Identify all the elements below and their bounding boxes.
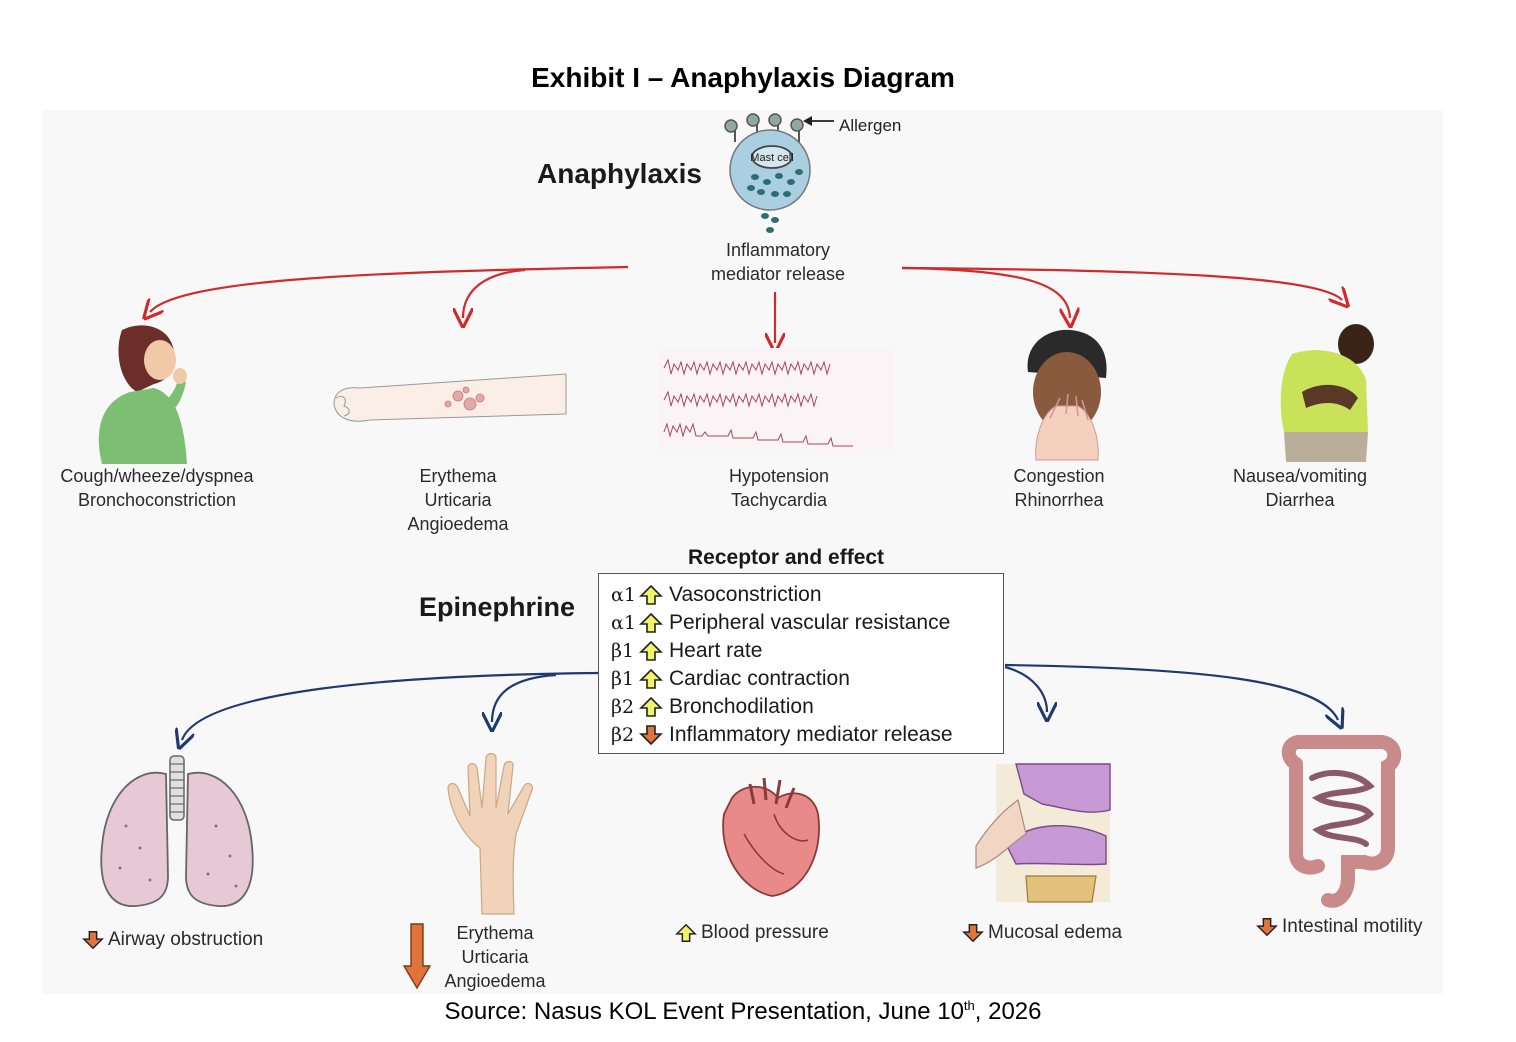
caption-line: Hypotension xyxy=(728,466,830,486)
exhibit-title: Exhibit I – Anaphylaxis Diagram xyxy=(531,62,955,93)
nasal-cavity-icon xyxy=(975,763,1111,903)
mediator-release-label: Inflammatory mediator release xyxy=(680,238,876,286)
arrow-to-skin xyxy=(463,268,526,318)
caption-line: Urticaria xyxy=(424,490,492,510)
arrow-to-lungs xyxy=(182,671,599,740)
source-superscript: th xyxy=(963,998,975,1013)
receptor-row: β2 Bronchodilation xyxy=(611,693,1003,721)
symptom-caption-cardiovascular: Hypotension Tachycardia xyxy=(679,464,879,512)
receptor-name: β2 xyxy=(611,696,635,718)
caption-line: Bronchoconstriction xyxy=(77,490,237,510)
arrow-to-congestion xyxy=(901,266,1070,318)
mediator-release-line-1: Inflammatory xyxy=(725,240,831,260)
hand-icon xyxy=(447,752,533,915)
caption-line: Tachycardia xyxy=(730,490,828,510)
receptor-row: β1 Heart rate xyxy=(611,637,1003,665)
caption-line: Diarrhea xyxy=(1265,490,1335,510)
receptor-row: α1 Peripheral vascular resistance xyxy=(611,609,1003,637)
symptom-caption-skin: Erythema Urticaria Angioedema xyxy=(358,464,558,536)
arrow-to-cough xyxy=(150,265,629,312)
effect-mucosal-edema: Mucosal edema xyxy=(962,922,1122,944)
coughing-woman-icon xyxy=(98,325,187,464)
lungs-icon xyxy=(100,755,254,907)
effect-intestinal-motility: Intestinal motility xyxy=(1256,916,1422,938)
effect-airway-obstruction: Airway obstruction xyxy=(82,929,263,951)
caption-line: Erythema xyxy=(456,923,534,943)
arrow-to-hand xyxy=(492,673,557,722)
receptor-row: α1 Vasoconstriction xyxy=(611,581,1003,609)
arrow-to-intestines xyxy=(1004,663,1338,720)
receptor-row: β1 Cardiac contraction xyxy=(611,665,1003,693)
mast-cell-label: Mast cell xyxy=(750,152,793,164)
caption-line: Cough/wheeze/dyspnea xyxy=(60,466,254,486)
receptor-name: β2 xyxy=(611,724,635,746)
arrow-to-nose xyxy=(1004,665,1047,712)
receptor-name: α1 xyxy=(611,612,636,634)
symptom-caption-nasal: Congestion Rhinorrhea xyxy=(959,464,1159,512)
caption-line: Angioedema xyxy=(407,514,509,534)
up-arrow-icon xyxy=(639,640,663,661)
receptor-name: β1 xyxy=(611,668,635,690)
source-note: Source: Nasus KOL Event Presentation, Ju… xyxy=(0,998,1486,1026)
allergen-label: Allergen xyxy=(839,116,902,135)
heart-icon xyxy=(722,777,820,897)
receptor-name: α1 xyxy=(611,584,636,606)
effect-skin-caption: Erythema Urticaria Angioedema xyxy=(420,921,570,993)
allergen-pointer-arrow xyxy=(803,116,834,126)
effect-label: Intestinal motility xyxy=(1282,916,1423,937)
stomach-pain-man-icon xyxy=(1280,324,1374,462)
caption-line: Angioedema xyxy=(444,971,546,991)
arrow-to-nausea xyxy=(901,266,1342,300)
caption-line: Congestion xyxy=(1013,466,1105,486)
intestines-icon xyxy=(1281,735,1402,908)
down-arrow-icon xyxy=(1256,918,1278,937)
receptor-title: Receptor and effect xyxy=(688,546,885,569)
up-arrow-icon xyxy=(639,696,663,717)
mediator-release-line-2: mediator release xyxy=(710,264,846,284)
up-arrow-icon xyxy=(639,612,663,633)
symptom-caption-respiratory: Cough/wheeze/dyspnea Bronchoconstriction xyxy=(30,464,284,512)
receptor-effect-box: α1 Vasoconstriction α1 Peripheral vascul… xyxy=(598,573,1004,754)
arm-rash-icon xyxy=(333,373,567,422)
down-arrow-icon xyxy=(639,725,663,746)
anaphylaxis-heading: Anaphylaxis xyxy=(537,158,702,189)
ecg-trace-icon xyxy=(658,348,894,450)
epinephrine-heading: Epinephrine xyxy=(419,592,576,622)
source-prefix: Source: Nasus KOL Event Presentation, Ju… xyxy=(444,998,964,1025)
caption-line: Urticaria xyxy=(461,947,529,967)
receptor-effect: Bronchodilation xyxy=(669,695,814,718)
down-arrow-icon xyxy=(82,931,104,950)
up-arrow-icon xyxy=(675,923,697,942)
receptor-effect: Inflammatory mediator release xyxy=(669,723,953,746)
sneezing-man-icon xyxy=(1027,329,1107,461)
symptom-caption-gastrointestinal: Nausea/vomiting Diarrhea xyxy=(1195,464,1405,512)
large-down-arrow-icon xyxy=(402,923,432,990)
caption-line: Rhinorrhea xyxy=(1014,490,1104,510)
effect-label: Mucosal edema xyxy=(988,922,1123,943)
receptor-row: β2 Inflammatory mediator release xyxy=(611,721,1003,749)
up-arrow-icon xyxy=(639,584,663,605)
source-suffix: , 2026 xyxy=(974,998,1042,1025)
receptor-effect: Peripheral vascular resistance xyxy=(669,611,951,634)
caption-line: Erythema xyxy=(419,466,497,486)
receptor-effect: Cardiac contraction xyxy=(669,667,850,690)
effect-blood-pressure: Blood pressure xyxy=(675,922,829,944)
receptor-name: β1 xyxy=(611,640,635,662)
effect-label: Blood pressure xyxy=(701,922,829,943)
down-arrow-icon xyxy=(962,924,984,943)
effect-label: Airway obstruction xyxy=(108,929,264,950)
mast-cell-icon: Mast cell xyxy=(724,113,811,233)
receptor-effect: Vasoconstriction xyxy=(669,583,822,606)
up-arrow-icon xyxy=(639,668,663,689)
receptor-effect: Heart rate xyxy=(669,639,763,662)
caption-line: Nausea/vomiting xyxy=(1232,466,1368,486)
